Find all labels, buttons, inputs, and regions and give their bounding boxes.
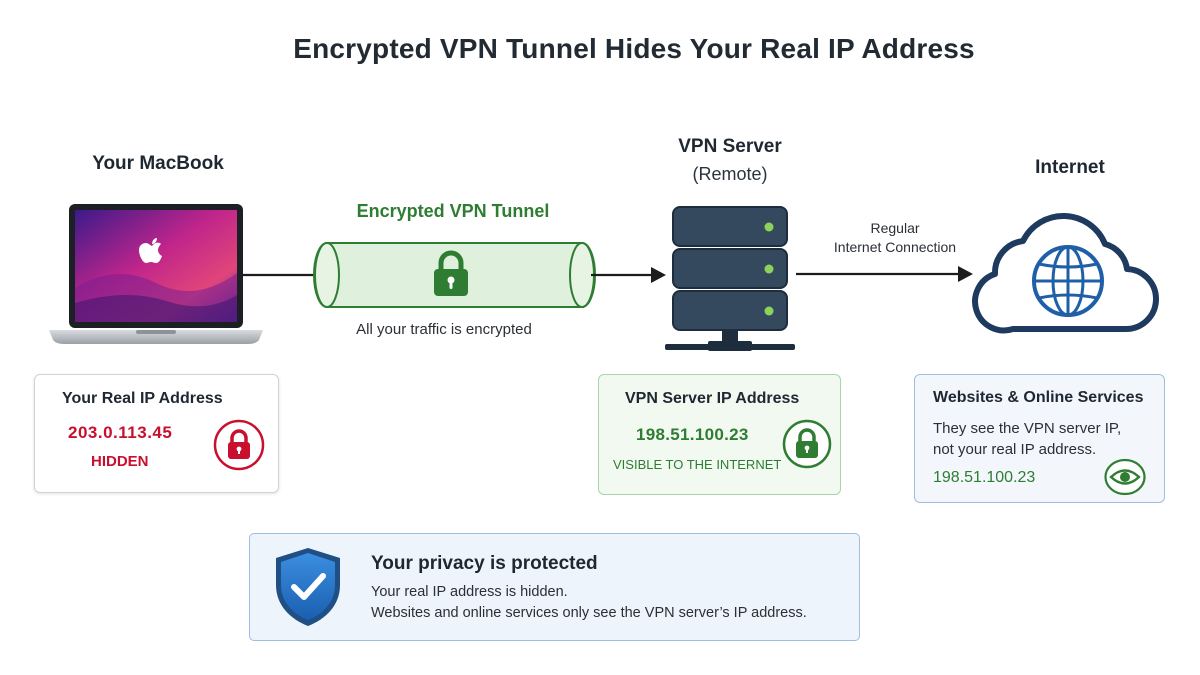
page-title: Encrypted VPN Tunnel Hides Your Real IP … xyxy=(293,33,975,64)
server-ip-status: VISIBLE TO THE INTERNET xyxy=(613,457,782,472)
websites-card-title: Websites & Online Services xyxy=(933,389,1144,406)
banner-line2: Websites and online services only see th… xyxy=(371,605,807,621)
connection-label-line1: Regular xyxy=(870,220,920,236)
macbook-icon xyxy=(49,204,263,344)
tunnel-caption: All your traffic is encrypted xyxy=(356,321,532,338)
connection-label-line2: Internet Connection xyxy=(833,239,957,255)
websites-card-text: They see the VPN server IP, not your rea… xyxy=(933,418,1121,460)
server-label: VPN Server xyxy=(678,136,782,157)
arrow-to-internet xyxy=(796,266,973,282)
real-ip-value: 203.0.113.45 xyxy=(68,423,173,442)
websites-card: Websites & Online Services They see the … xyxy=(914,374,1165,503)
websites-card-line2: not your real IP address. xyxy=(933,441,1097,458)
connection-label: Regular Internet Connection xyxy=(825,219,965,257)
privacy-banner: Your privacy is protected Your real IP a… xyxy=(249,533,860,641)
real-ip-card-title: Your Real IP Address xyxy=(62,390,223,407)
real-ip-card: Your Real IP Address 203.0.113.45 HIDDEN xyxy=(34,374,279,493)
lock-icon xyxy=(782,419,832,469)
shield-check-icon xyxy=(276,548,340,626)
server-sublabel: (Remote) xyxy=(692,164,768,184)
websites-card-line1: They see the VPN server IP, xyxy=(933,420,1122,437)
eye-icon xyxy=(1104,458,1146,496)
lock-icon xyxy=(213,419,265,471)
tunnel-lock-icon xyxy=(434,250,468,296)
server-ip-card: VPN Server IP Address 198.51.100.23 VISI… xyxy=(598,374,841,495)
real-ip-status: HIDDEN xyxy=(91,453,149,470)
server-icon xyxy=(665,206,795,351)
server-ip-value: 198.51.100.23 xyxy=(636,425,749,444)
internet-label: Internet xyxy=(1035,157,1105,178)
tunnel-label: Encrypted VPN Tunnel xyxy=(356,201,550,221)
arrow-to-server xyxy=(591,267,666,283)
banner-line1: Your real IP address is hidden. xyxy=(371,584,568,600)
server-ip-card-title: VPN Server IP Address xyxy=(625,390,800,407)
globe-icon xyxy=(1032,245,1104,317)
banner-title: Your privacy is protected xyxy=(371,553,598,574)
websites-ip-value: 198.51.100.23 xyxy=(933,469,1036,486)
connector-line xyxy=(243,273,319,277)
macbook-label: Your MacBook xyxy=(92,153,224,174)
